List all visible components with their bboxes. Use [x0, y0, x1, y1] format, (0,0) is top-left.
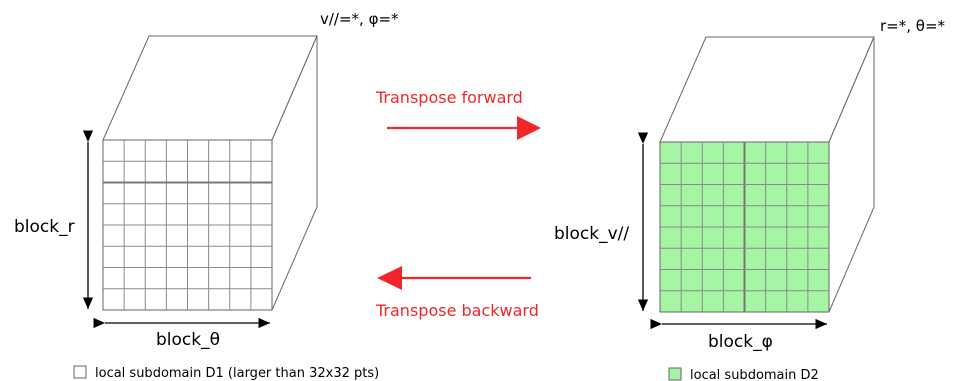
legend-d2: local subdomain D2 [668, 367, 819, 381]
legend-d1-label: local subdomain D1 (larger than 32x32 pt… [95, 366, 379, 381]
left-horizontal-label: block_θ [156, 330, 220, 350]
right-cube-top-label: r=*, θ=* [880, 17, 946, 35]
transpose-backward-arrow [377, 266, 531, 290]
legend-d1-swatch [73, 365, 87, 379]
transpose-forward-arrow [387, 116, 541, 140]
right-cube-grid [660, 142, 829, 312]
transpose-forward-label: Transpose forward [375, 88, 523, 107]
legend-d2-swatch [668, 367, 682, 381]
right-horizontal-label: block_φ [708, 332, 773, 352]
left-cube-top-label: v//=*, φ=* [320, 10, 399, 28]
left-vertical-label: block_r [14, 217, 75, 237]
legend-d1: local subdomain D1 (larger than 32x32 pt… [73, 365, 379, 381]
right-vertical-label: block_v// [554, 224, 629, 244]
left-cube [102, 35, 318, 311]
legend-d2-label: local subdomain D2 [690, 368, 819, 381]
transpose-backward-label: Transpose backward [375, 301, 539, 320]
left-cube-grid [103, 140, 272, 310]
right-cube [659, 36, 875, 313]
